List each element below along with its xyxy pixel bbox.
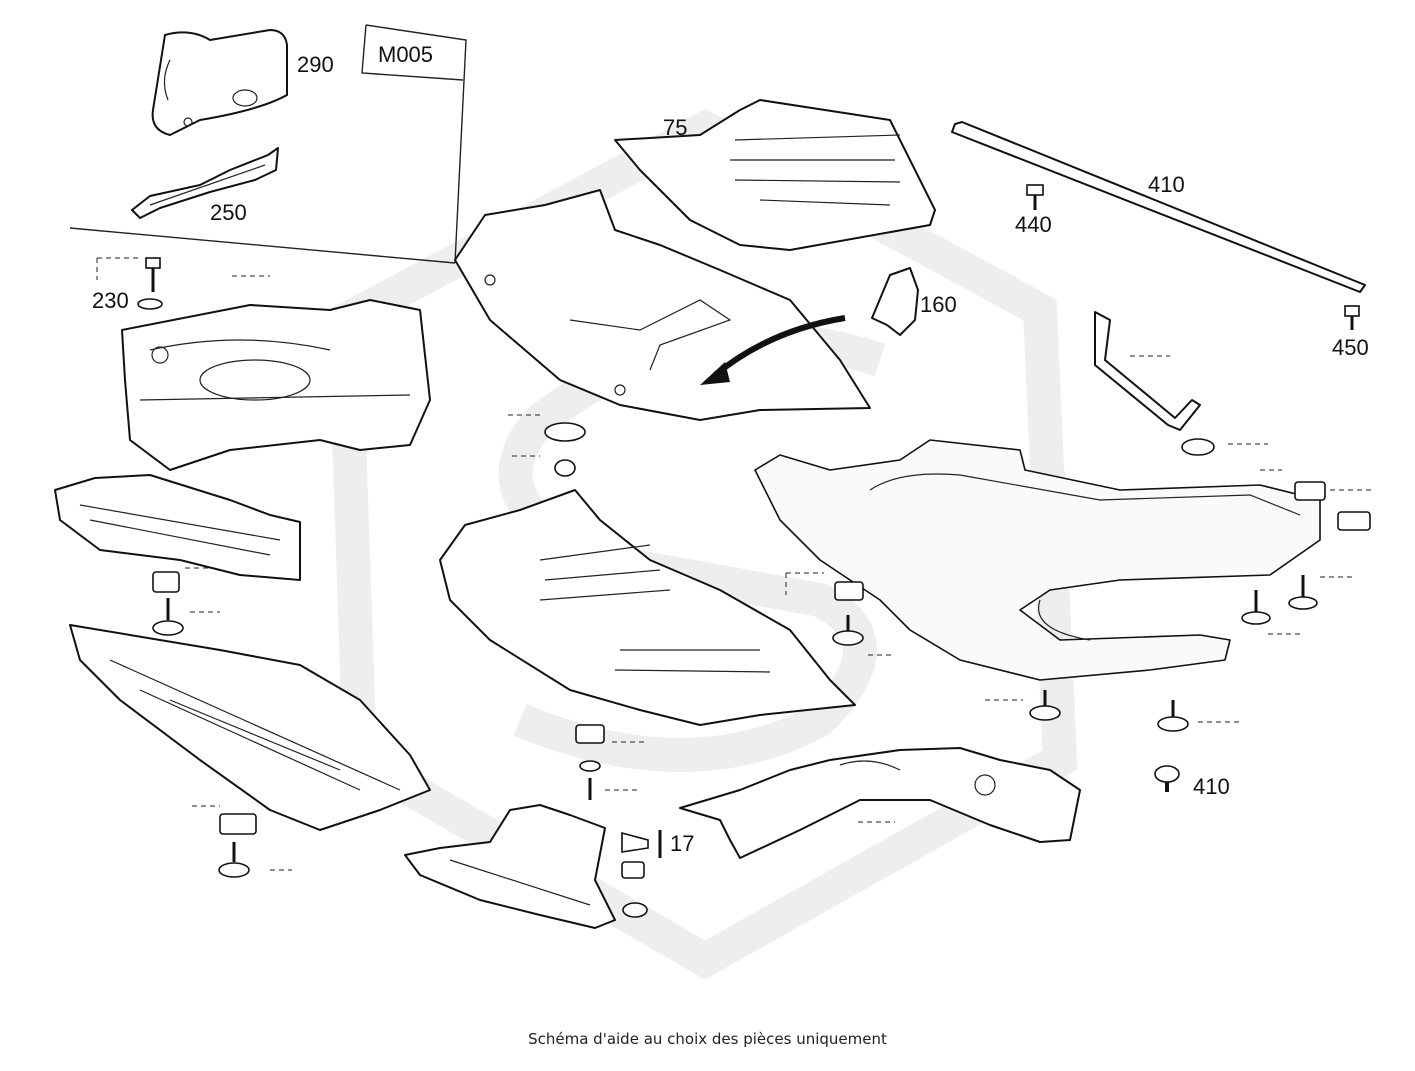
heat-shield-290 <box>151 29 288 136</box>
clips-right <box>834 481 1371 601</box>
rod-410 <box>951 121 1366 293</box>
centre-panel-lower <box>439 489 856 726</box>
label-410-top: 410 <box>1148 172 1185 197</box>
indicator-arrow <box>700 315 846 385</box>
label-250: 250 <box>210 200 247 225</box>
inset-frame: M005 <box>69 24 467 264</box>
label-290: 290 <box>297 52 334 77</box>
label-230: 230 <box>92 288 129 313</box>
engine-undercover-left <box>121 299 431 471</box>
clip-bottom-left <box>218 813 257 878</box>
bracket-160 <box>871 267 919 336</box>
inset-code: M005 <box>378 42 433 67</box>
clip-left-mid <box>152 571 184 636</box>
front-bumper-undercover <box>69 624 431 831</box>
diagram-caption: Schéma d'aide au choix des pièces unique… <box>528 1030 887 1048</box>
rear-underbody-panel <box>679 747 1081 859</box>
underbody-panel-75 <box>614 99 936 251</box>
tunnel-frame-right <box>754 439 1321 681</box>
label-440: 440 <box>1015 212 1052 237</box>
clip-centre-bottom <box>575 724 605 800</box>
screw-230 <box>137 257 163 310</box>
label-450: 450 <box>1332 335 1369 360</box>
nut-410 <box>1154 765 1180 792</box>
studs-right <box>832 575 1318 732</box>
bolt-450 <box>1344 305 1360 330</box>
placeholder-marks <box>96 257 1372 871</box>
centre-panel-upper <box>454 189 871 421</box>
label-410-bottom: 410 <box>1193 774 1230 799</box>
label-160: 160 <box>920 292 957 317</box>
bolt-440 <box>1026 184 1044 210</box>
bracket-250 <box>131 147 279 219</box>
label-75: 75 <box>663 115 687 140</box>
front-duct-left <box>54 474 301 581</box>
label-17: 17 <box>670 831 694 856</box>
washer-centre <box>544 422 586 477</box>
front-lower-spoiler <box>404 804 616 929</box>
fastener-17 <box>621 830 662 918</box>
strap-bracket-right <box>1094 311 1215 456</box>
